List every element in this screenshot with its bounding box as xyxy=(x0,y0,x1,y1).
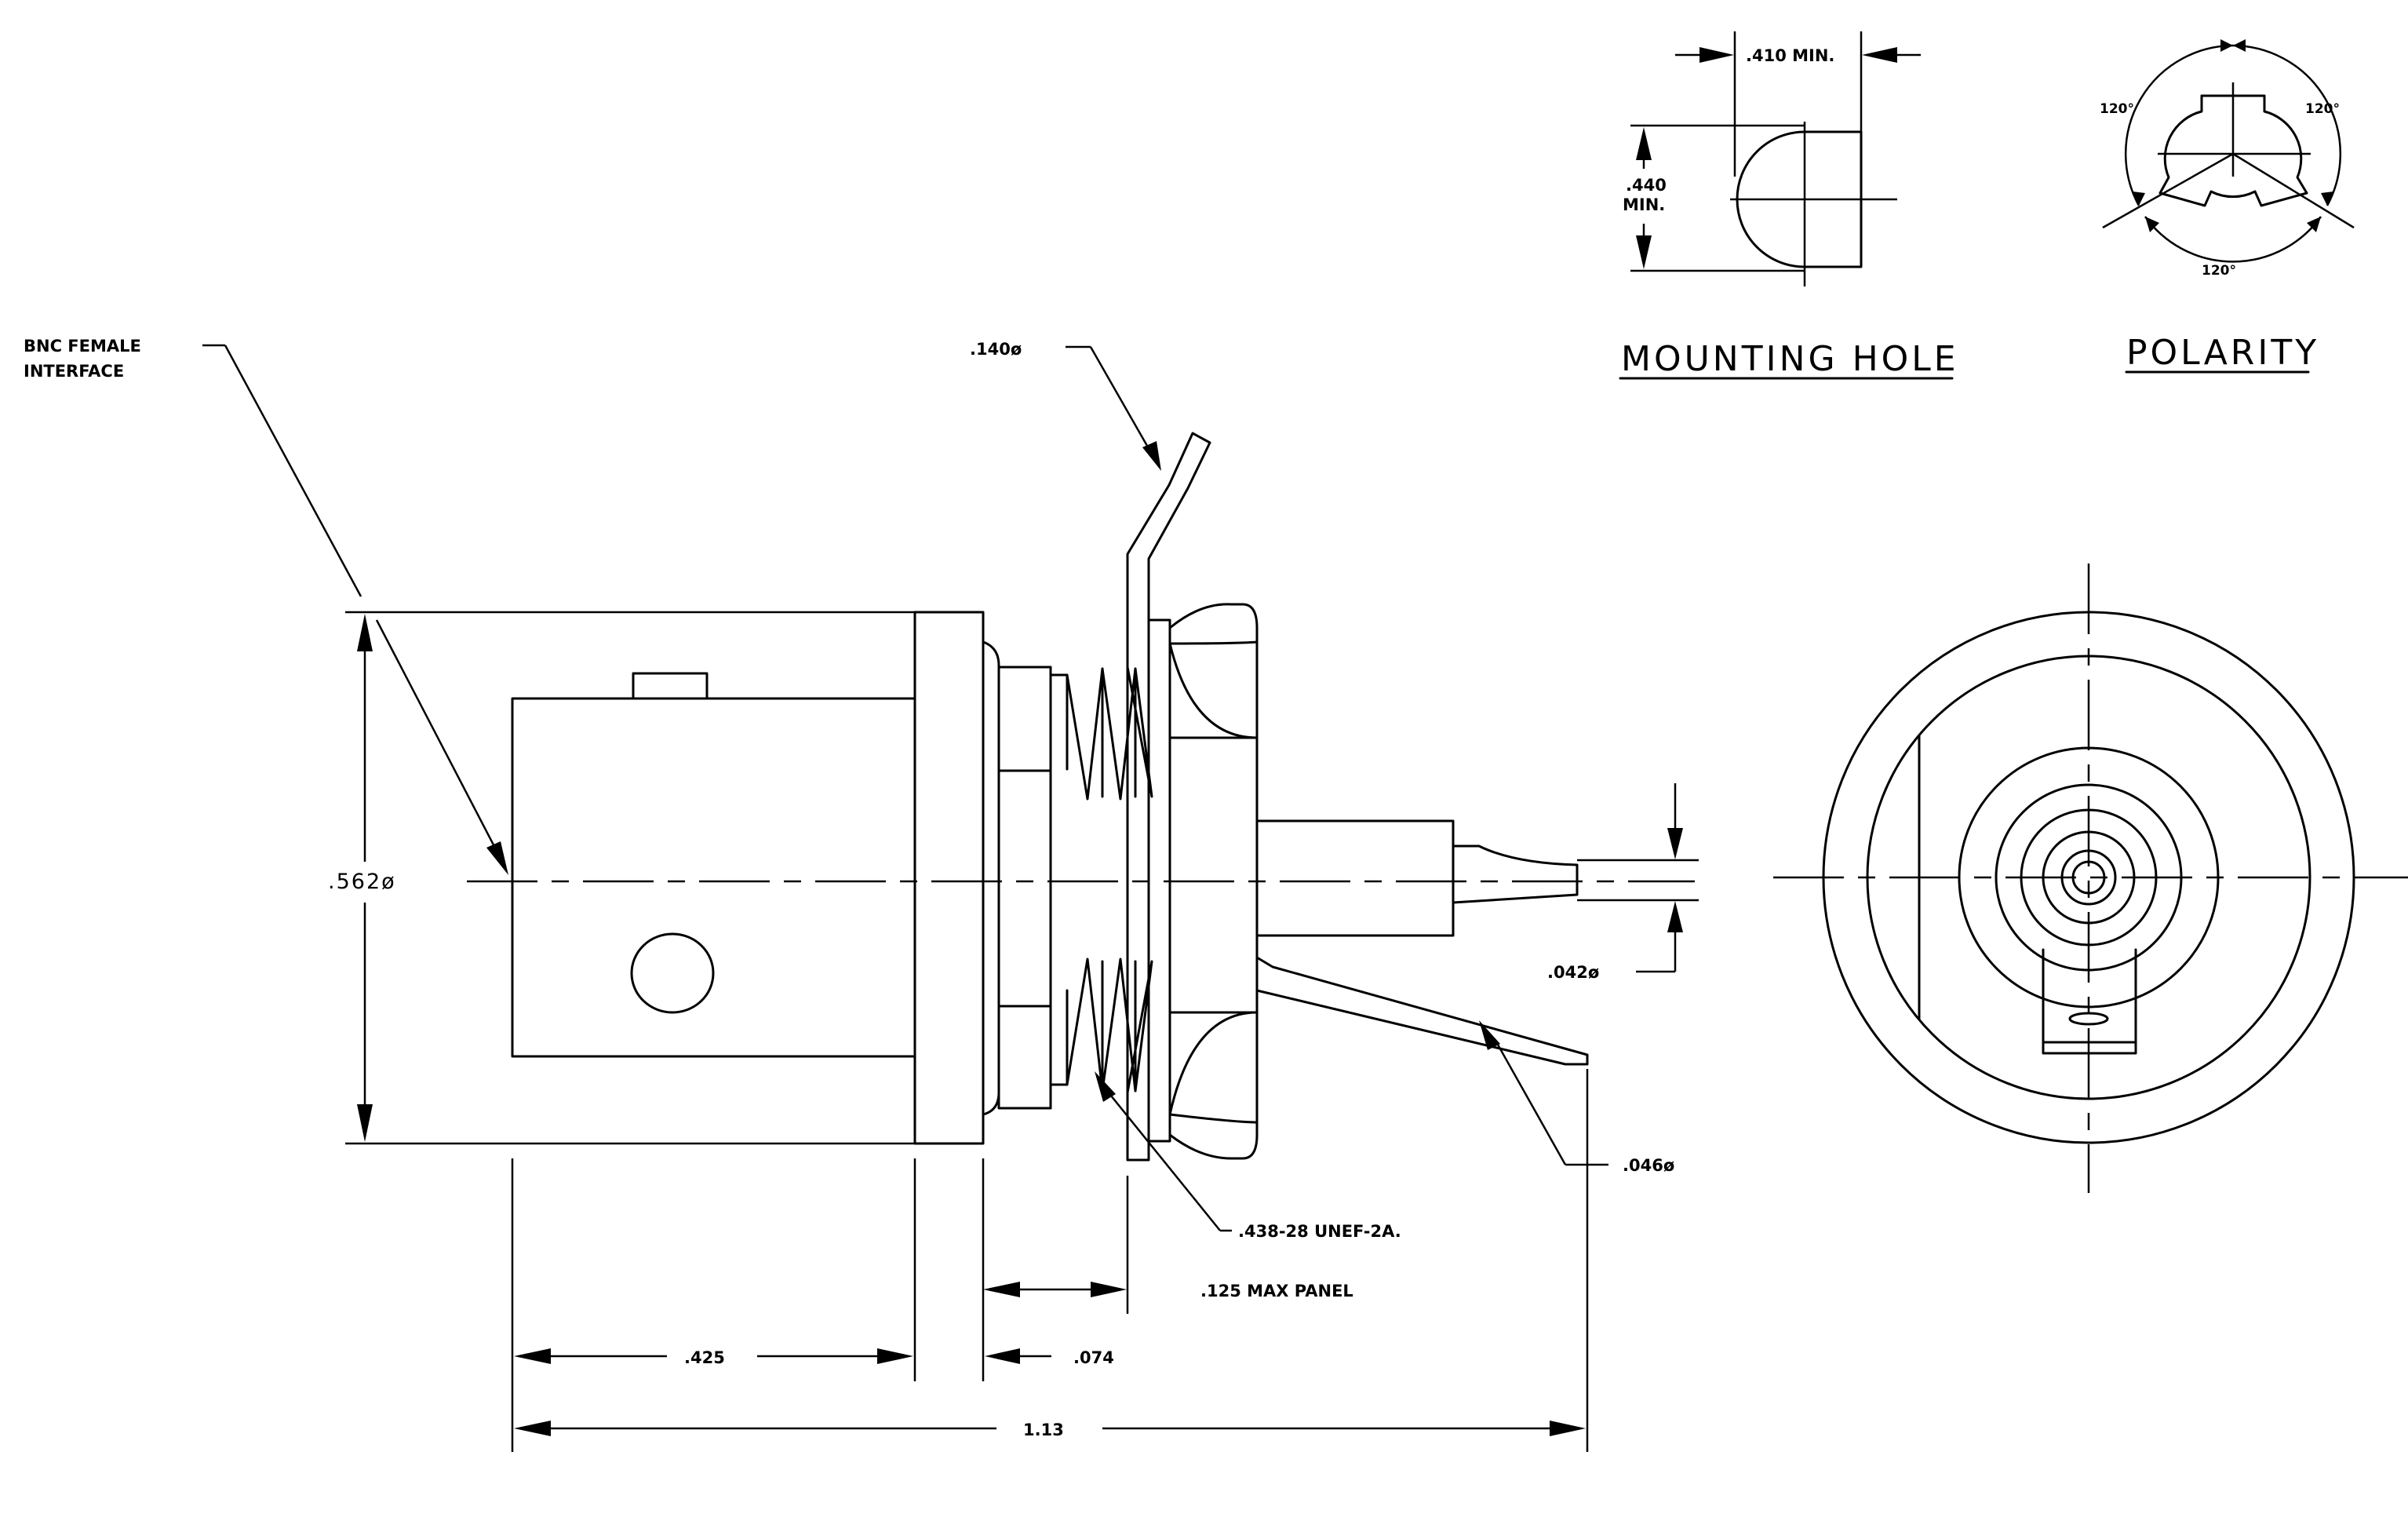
front-socket-outer xyxy=(1995,783,2183,972)
front-view xyxy=(1773,564,2408,1193)
mounting-hole-view: .410 MIN. .440 MIN. MOUNTING HOLE xyxy=(1619,31,1959,380)
dim-425-label: .425 xyxy=(684,1348,725,1367)
neck-top xyxy=(997,666,1052,772)
polarity-title: POLARITY xyxy=(2126,333,2319,373)
hex-nut-outline xyxy=(1168,603,1259,1160)
hex-nut-bottom-face xyxy=(1168,1011,1259,1124)
front-contact-outer xyxy=(2060,849,2117,906)
bayonet-stud-top xyxy=(632,672,709,700)
neck-bottom xyxy=(997,1005,1052,1110)
panel-label: .125 MAX PANEL xyxy=(1200,1282,1353,1300)
dim-140-label: .140ø xyxy=(970,340,1022,359)
rear-insulator xyxy=(1255,819,1455,937)
dim-046-label: .046ø xyxy=(1623,1156,1674,1175)
polarity-view: 120° 120° 120° POLARITY xyxy=(2100,39,2355,374)
dim-074-label: .074 xyxy=(1073,1348,1114,1367)
front-solder-cup xyxy=(2042,948,2137,1055)
hole-height-label-2: MIN. xyxy=(1623,195,1665,214)
dimensions: .562ø BNC FEMALE INTERFACE .140ø .042ø .… xyxy=(24,337,1699,1452)
center-pin xyxy=(1452,844,1579,904)
thread-top-lines xyxy=(1066,667,1137,798)
ground-lug xyxy=(1255,956,1589,1066)
polarity-angle-top-left: 120° xyxy=(2100,101,2134,117)
front-cup-hole xyxy=(2068,1012,2109,1026)
flange xyxy=(913,611,985,1145)
connector-body xyxy=(511,697,916,1058)
bnc-label-line1: BNC FEMALE xyxy=(24,337,141,356)
mounting-hole-title: MOUNTING HOLE xyxy=(1621,339,1959,379)
flange-chamfer xyxy=(982,640,1000,1116)
dim-562-label: .562ø xyxy=(328,870,396,894)
polarity-angle-bottom: 120° xyxy=(2202,263,2236,279)
front-socket-mid xyxy=(2020,808,2158,947)
hole-height-label-1: .440 xyxy=(1626,176,1667,195)
thread-bottom-lines xyxy=(1066,960,1137,1092)
front-outer-ring xyxy=(1822,611,2355,1144)
dim-113-label: 1.13 xyxy=(1023,1421,1064,1439)
front-contact-inner xyxy=(2071,860,2106,895)
front-socket-inner xyxy=(2042,830,2136,925)
polarity-keyed-circle xyxy=(2158,94,2308,207)
polarity-arc-bottom xyxy=(2144,216,2322,263)
polarity-angle-top-right: 120° xyxy=(2305,101,2340,117)
hex-nut-top-face xyxy=(1168,626,1259,1136)
hole-width-label: .410 MIN. xyxy=(1746,46,1834,65)
polarity-arc-right xyxy=(2232,44,2342,206)
bnc-label-line2: INTERFACE xyxy=(24,362,124,381)
dim-042-label: .042ø xyxy=(1547,963,1599,982)
polarity-arc-left xyxy=(2124,44,2234,206)
thread-label: .438-28 UNEF-2A. xyxy=(1238,1222,1401,1241)
bayonet-stud-side xyxy=(630,932,715,1014)
front-inner-ring xyxy=(1866,655,2311,1100)
mounting-hole-shape xyxy=(1736,130,1863,268)
side-view xyxy=(467,432,1695,1162)
front-bayonet-ring xyxy=(1958,746,2220,1009)
